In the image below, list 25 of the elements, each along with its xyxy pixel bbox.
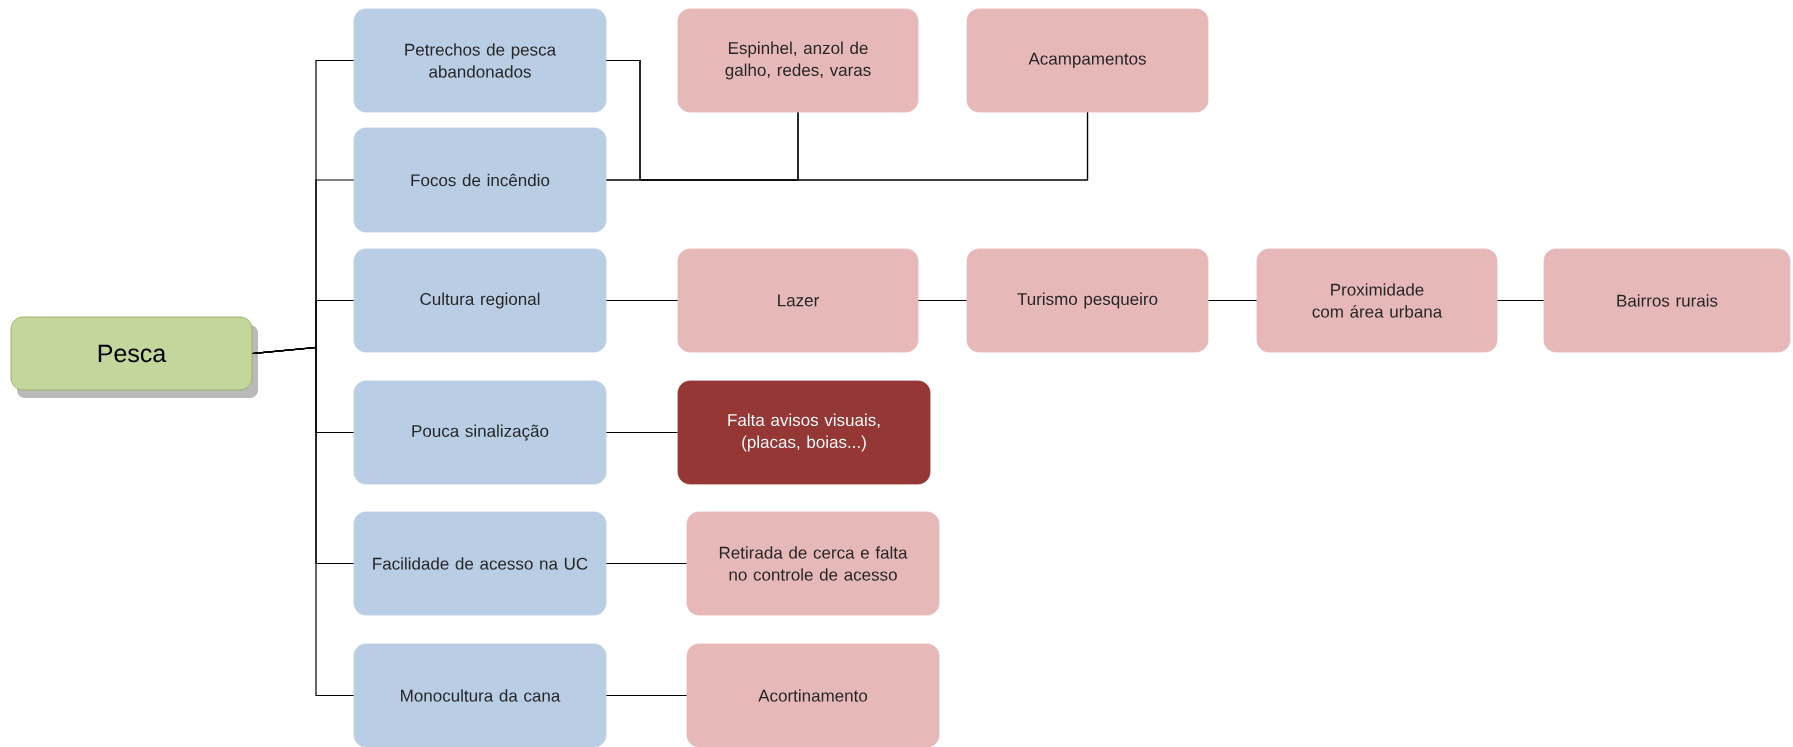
process-box: Acampamentos — [966, 8, 1209, 113]
connector-line — [917, 299, 968, 302]
process-box: Espinhel, anzol de galho, redes, varas — [677, 8, 919, 113]
process-box: Acortinamento — [686, 643, 940, 747]
process-box: Facilidade de acesso na UC — [353, 511, 607, 616]
process-box: Bairros rurais — [1543, 248, 1791, 353]
connector-line — [605, 299, 679, 302]
process-box: Pouca sinalização — [353, 380, 607, 485]
process-box: Lazer — [677, 248, 919, 353]
connector-line — [605, 562, 688, 565]
process-box: Monocultura da cana — [353, 643, 607, 747]
process-box: Falta avisos visuais, (placas, boias...) — [677, 380, 931, 485]
process-box: Focos de incêndio — [353, 127, 607, 233]
process-box: Petrechos de pesca abandonados — [353, 8, 607, 113]
connector-line — [1496, 299, 1545, 302]
process-box: Proximidade com área urbana — [1256, 248, 1498, 353]
connector-line — [251, 346, 355, 697]
process-box: Turismo pesqueiro — [966, 248, 1209, 353]
connector-line — [605, 694, 688, 697]
process-box: Retirada de cerca e falta no controle de acesso — [686, 511, 940, 616]
process-box: Cultura regional — [353, 248, 607, 353]
connector-line — [605, 111, 1089, 181]
connector-line — [605, 431, 679, 434]
root-box: Pesca — [10, 316, 258, 398]
connector-line — [1207, 299, 1258, 302]
